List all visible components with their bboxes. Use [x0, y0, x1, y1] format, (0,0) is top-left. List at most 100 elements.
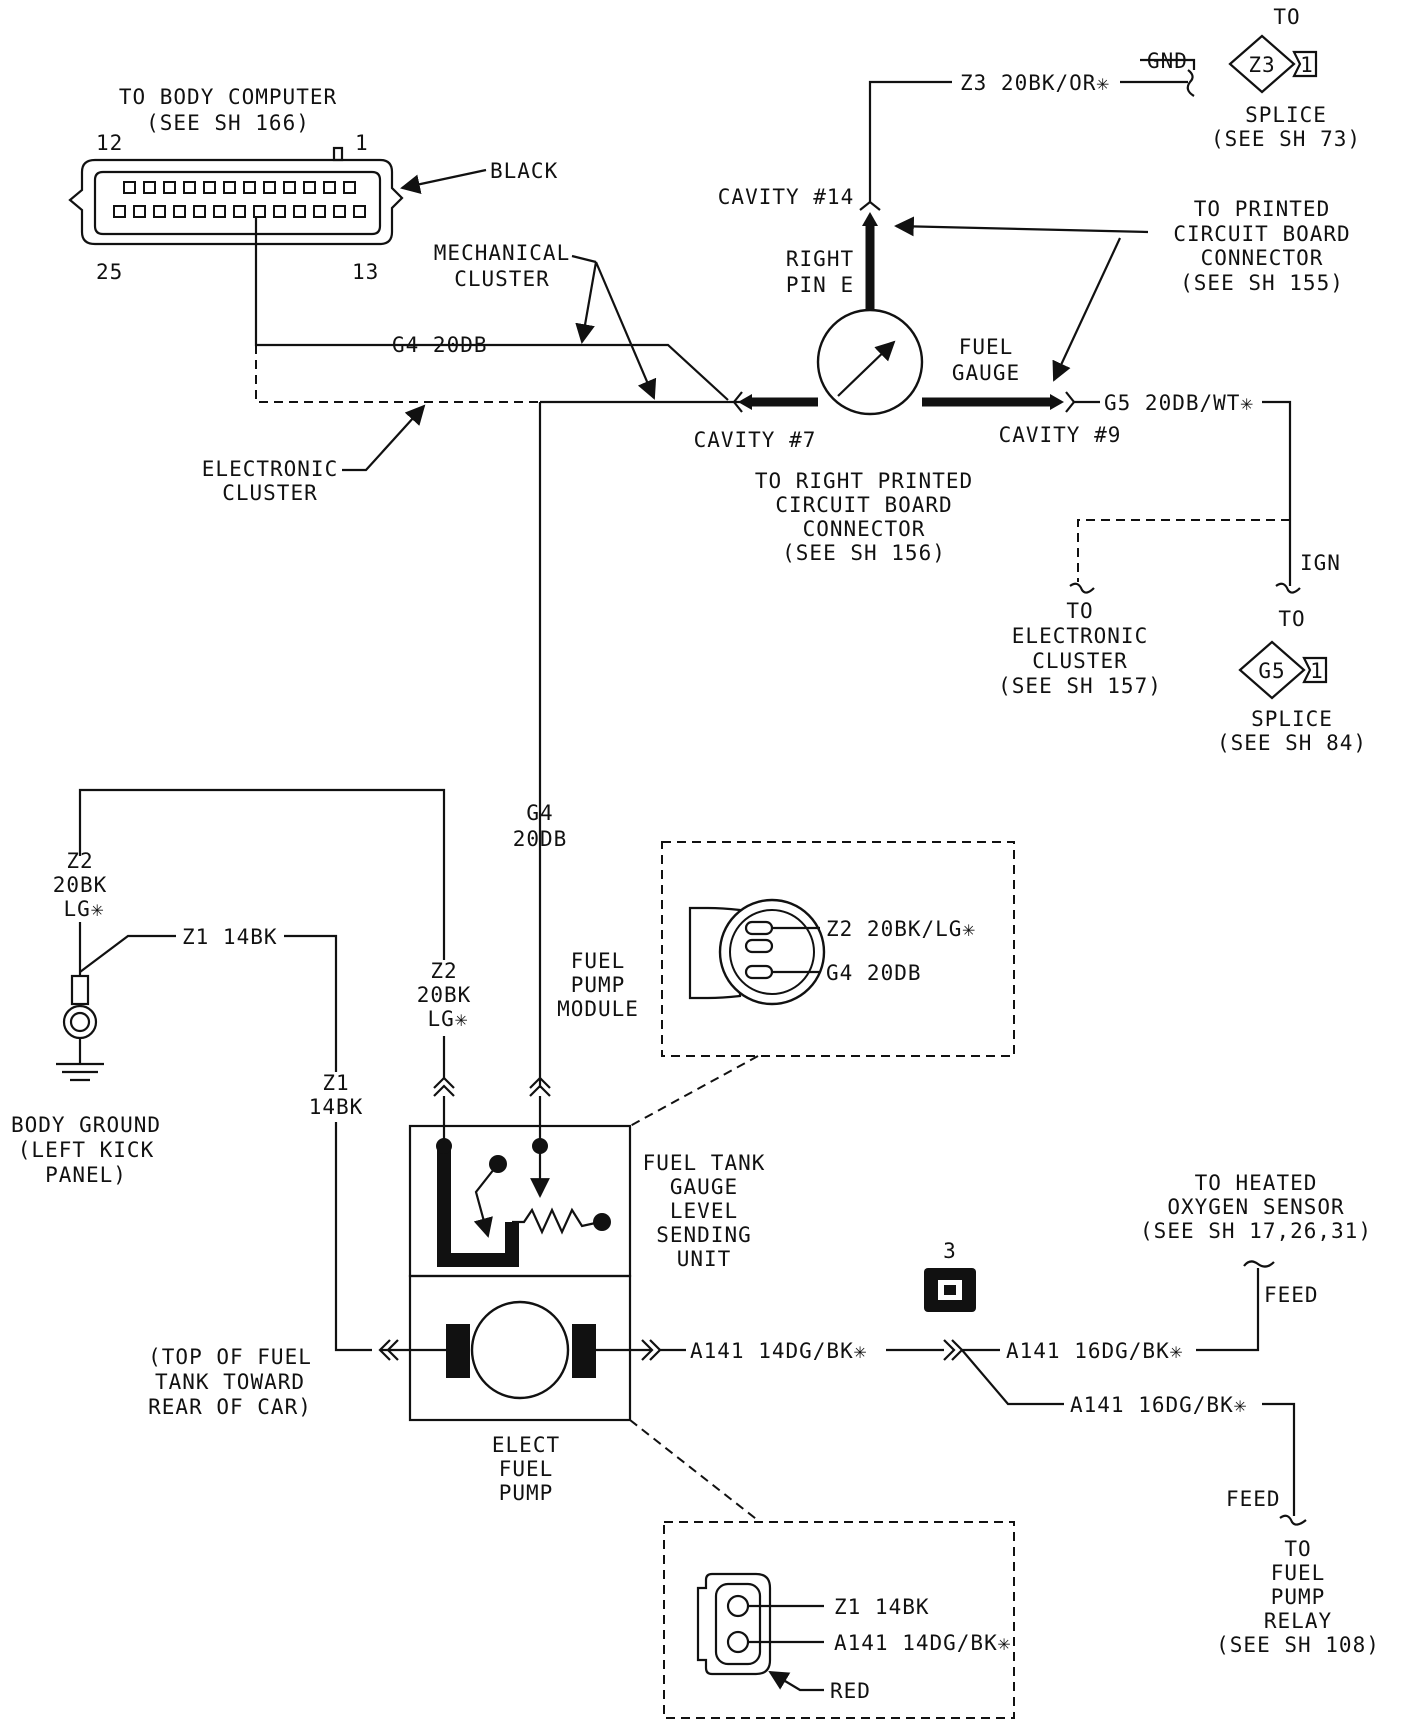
g4-connector-chevron-1 [529, 1076, 551, 1089]
splice-z3-code: Z3 [1248, 53, 1275, 77]
mechanical-cluster-leader [571, 254, 597, 264]
pin-number-12: 12 [96, 131, 123, 155]
fuel-gauge-label-2: GAUGE [952, 361, 1020, 385]
wire-label-g4-top: G4 20DB [392, 333, 488, 357]
body-computer-pin-slot-lower [273, 205, 286, 218]
sending-unit-label-2: GAUGE [670, 1175, 738, 1199]
pump-connector-color-red: RED [830, 1679, 871, 1703]
sending-unit-label-4: SENDING [656, 1223, 752, 1247]
pump-inset-leader [629, 1419, 761, 1523]
sending-unit-resistor [512, 1207, 601, 1235]
wire-label-z2-mid-gauge: 20BK [417, 983, 472, 1007]
sending-unit-wiper [473, 1163, 499, 1238]
body-computer-pin-slot-upper [243, 181, 256, 194]
body-computer-pin-slot-lower [293, 205, 306, 218]
ground-eyelet-barrel [70, 974, 90, 1006]
body-computer-title: TO BODY COMPUTER [119, 85, 337, 109]
to-electronic-cluster-sheet-ref: (SEE SH 157) [998, 674, 1162, 698]
body-computer-pin-slot-upper [183, 181, 196, 194]
body-computer-pin-slot-upper [123, 181, 136, 194]
ground-eyelet-hole [69, 1011, 91, 1033]
pump-connector-color-arrow [768, 1670, 824, 1692]
pcb-connector-label-2: CIRCUIT BOARD [1173, 222, 1350, 246]
right-pin-e-label: PIN E [786, 273, 854, 297]
wire-label-a141-lower: A141 16DG/BK✳ [1070, 1393, 1247, 1417]
wire-g4-mechanical-cluster [500, 343, 729, 401]
cavity14-arrow-head [862, 212, 878, 226]
splice-g5-sheet-ref: (SEE SH 84) [1217, 731, 1367, 755]
sending-unit-float-arm [437, 1144, 519, 1267]
body-computer-pin-row-2 [113, 205, 366, 218]
splice-g5-to: TO [1278, 607, 1305, 631]
pin-number-1: 1 [355, 131, 369, 155]
pump-motor [470, 1300, 570, 1400]
pcb-connector-sheet-ref: (SEE SH 155) [1180, 271, 1344, 295]
ign-break-symbol [1275, 582, 1301, 594]
to-electronic-cluster-label-2: ELECTRONIC [1012, 624, 1148, 648]
fuel-gauge-label: FUEL [959, 335, 1014, 359]
wire-g5-to-ign [1262, 400, 1292, 560]
wire-label-z1-vertical: Z1 [322, 1071, 349, 1095]
body-computer-pin-slot-lower [253, 205, 266, 218]
body-ground-location-2: PANEL) [45, 1163, 127, 1187]
wire-z3-from-cavity14 [868, 80, 952, 202]
wire-z2-loop [78, 788, 446, 960]
pump-pin-a141-label: A141 14DG/BK✳ [834, 1631, 1011, 1655]
body-computer-pin-slot-upper [283, 181, 296, 194]
body-computer-pin-slot-lower [233, 205, 246, 218]
wire-a141-to-relay [1262, 1402, 1296, 1516]
wire-label-g5: G5 20DB/WT✳ [1104, 391, 1254, 415]
pump-left-chevron-1 [378, 1339, 391, 1361]
pump-connector-face [714, 1582, 762, 1666]
wire-label-z1-vertical-gauge: 14BK [309, 1095, 364, 1119]
heated-o2-label-2: OXYGEN SENSOR [1167, 1195, 1344, 1219]
body-computer-pin-slot-lower [353, 205, 366, 218]
z2-connector-chevron-1 [433, 1076, 455, 1089]
tank-location-label-2: TANK TOWARD [155, 1370, 305, 1394]
body-computer-pin-slot-upper [343, 181, 356, 194]
body-computer-pin-slot-lower [333, 205, 346, 218]
heated-o2-sheet-ref: (SEE SH 17,26,31) [1140, 1219, 1372, 1243]
wire-label-z2-mid: Z2 [430, 959, 457, 983]
pcb-connector-arrow-up [894, 216, 1149, 237]
pump-left-chevron-2 [386, 1339, 399, 1361]
wire-label-z2-left-gauge: 20BK [53, 873, 108, 897]
right-pcb-sheet-ref: (SEE SH 156) [782, 541, 946, 565]
wire-z1-down [284, 934, 338, 1072]
wire-z1-to-pump [334, 1122, 372, 1352]
electronic-cluster-label-2: CLUSTER [222, 481, 318, 505]
body-computer-pin-slot-lower [313, 205, 326, 218]
cavity-14-label: CAVITY #14 [718, 185, 854, 209]
mechanical-cluster-label-2: CLUSTER [454, 267, 550, 291]
fuel-gauge-circle [816, 308, 924, 416]
to-electronic-cluster-label: TO [1066, 599, 1093, 623]
body-computer-pin-slot-upper [223, 181, 236, 194]
wire-label-z1-horizontal: Z1 14BK [182, 925, 278, 949]
wire-z3-break-symbol [1186, 69, 1195, 97]
pin-number-25: 25 [96, 260, 123, 284]
pcb-connector-label: TO PRINTED [1194, 197, 1330, 221]
body-computer-pin-slot-lower [193, 205, 206, 218]
mechanical-cluster-label: MECHANICAL [434, 241, 570, 265]
pin-number-13: 13 [352, 260, 379, 284]
body-ground-location: (LEFT KICK [18, 1138, 154, 1162]
wire-label-a141-upper: A141 16DG/BK✳ [1006, 1339, 1183, 1363]
wire-label-z2-left-color: LG✳ [64, 897, 105, 921]
wire-label-z3: Z3 20BK/OR✳ [960, 71, 1110, 95]
splice-z3-sheet-ref: (SEE SH 73) [1211, 127, 1361, 151]
splice-g5-diamond [1238, 640, 1306, 700]
module-pin-z2-bottom [744, 938, 774, 954]
splice-z3-pin-flag [1292, 50, 1318, 78]
elect-fuel-pump-label-3: PUMP [499, 1481, 554, 1505]
tank-location-label-3: REAR OF CAR) [148, 1395, 312, 1419]
gnd-leader [1140, 58, 1196, 70]
module-connector-body [688, 906, 742, 1000]
body-computer-pin-slot-upper [203, 181, 216, 194]
cavity7-arrow-head [738, 394, 752, 410]
module-inset-leader [629, 1055, 759, 1127]
mechanical-cluster-arrow-1 [575, 261, 598, 344]
body-computer-connector [68, 146, 404, 246]
fuel-pump-relay-label-2: PUMP [1271, 1585, 1326, 1609]
elect-fuel-pump-label-2: FUEL [499, 1457, 554, 1481]
